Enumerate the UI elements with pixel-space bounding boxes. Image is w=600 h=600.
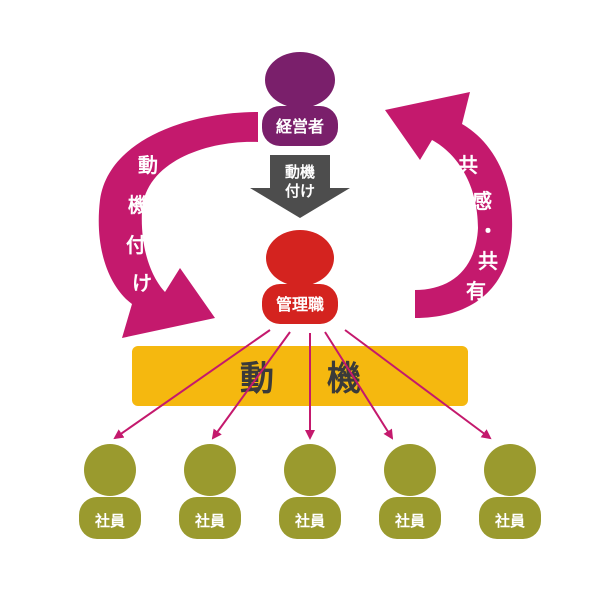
delegation-arrows [113, 329, 492, 440]
executive-figure: 経営者 [262, 52, 338, 146]
employee-body [479, 497, 541, 539]
employee-label: 社員 [194, 512, 225, 530]
manager-body [262, 284, 338, 324]
right-curve-char-1: 共 [458, 153, 478, 177]
right-curve-char-2: 感 [472, 189, 492, 213]
right-curved-arrow [385, 92, 513, 318]
arrow-to-employee-5 [344, 329, 492, 440]
down-arrow: 動機 付け [250, 155, 350, 218]
manager-figure: 管理職 [262, 230, 338, 324]
band-rect [132, 346, 468, 406]
person-icon [184, 444, 236, 496]
employee-1: 社員 [79, 444, 141, 539]
left-curve-char-1: 動 [138, 153, 158, 177]
down-arrow-label-2: 付け [285, 182, 315, 200]
employee-5: 社員 [479, 444, 541, 539]
person-icon [265, 52, 335, 108]
employee-body [279, 497, 341, 539]
down-arrow-icon [250, 155, 350, 218]
left-curve-char-4: け [132, 271, 152, 295]
employee-2: 社員 [179, 444, 241, 539]
employee-label: 社員 [294, 512, 325, 530]
down-arrow-label-1: 動機 [285, 163, 315, 181]
employee-body [379, 497, 441, 539]
band-char-2: 機 [327, 359, 361, 399]
arrow-to-employee-1 [113, 329, 271, 440]
person-icon [284, 444, 336, 496]
left-curved-arrow [98, 112, 259, 338]
employee-label: 社員 [94, 512, 125, 530]
employee-body [179, 497, 241, 539]
manager-label: 管理職 [276, 295, 324, 314]
person-icon [266, 230, 334, 286]
employee-body [79, 497, 141, 539]
right-curve-char-3: ・ [478, 219, 498, 243]
left-curve-char-2: 機 [128, 193, 148, 217]
employee-4: 社員 [379, 444, 441, 539]
arrow-to-employee-4 [324, 331, 394, 440]
left-curve-char-3: 付 [126, 233, 146, 257]
motive-band: 動 機 [132, 346, 468, 406]
person-icon [84, 444, 136, 496]
employee-label: 社員 [494, 512, 525, 530]
arrow-to-employee-2 [211, 331, 291, 440]
employee-label: 社員 [394, 512, 425, 530]
executive-label: 経営者 [276, 117, 324, 136]
right-curve-char-4: 共 [478, 249, 498, 273]
executive-body [262, 106, 338, 146]
right-curve-char-5: 有 [466, 279, 486, 303]
person-icon [384, 444, 436, 496]
person-icon [484, 444, 536, 496]
employee-3: 社員 [279, 444, 341, 539]
